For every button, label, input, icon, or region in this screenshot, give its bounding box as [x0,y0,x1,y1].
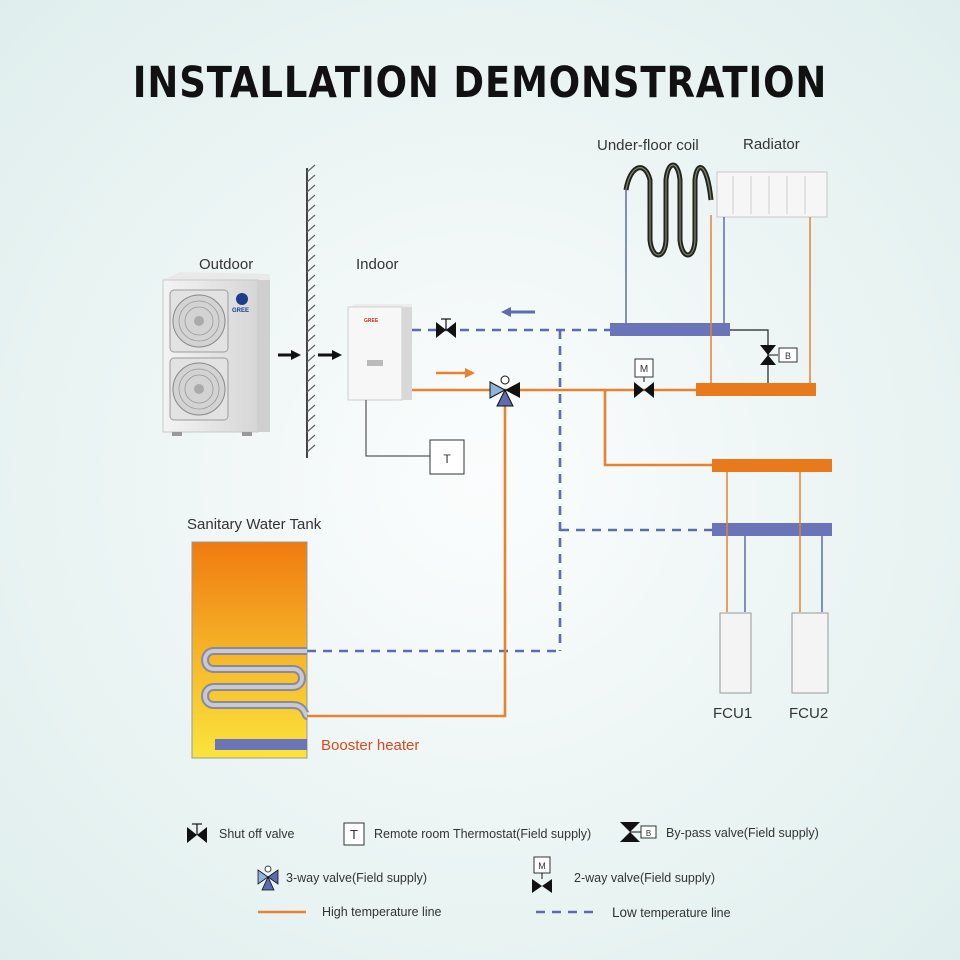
shutoff-valve [436,318,456,338]
bypass-symbol: B [785,351,791,361]
thermostat-wiring [365,400,465,475]
bypass-valve [730,329,798,383]
legend-bypass-symbol: B [646,829,651,838]
legend-high-label: High temperature line [322,905,442,919]
legend-motor-symbol: M [538,861,546,871]
legend-shutoff-icon [187,823,207,843]
underfloor-coil-label: Under-floor coil [597,137,699,154]
legend-twoway-label: 2-way valve(Field supply) [574,871,716,885]
thermostat-symbol: T [443,452,451,466]
legend-twoway-icon [532,856,552,893]
high-temperature-lines [307,388,712,718]
booster-heater-bar [215,739,307,750]
legend-low-prefix: Low [612,905,637,920]
radiator-label: Radiator [743,136,800,153]
outdoor-unit: GREE [162,272,270,436]
three-way-valve [489,375,520,407]
return-arrow [501,307,535,317]
booster-heater-label: Booster heater [321,737,420,754]
low-temp-header-top [610,323,730,336]
page-title: INSTALLATION DEMONSTRATION [132,58,828,108]
legend-threeway-label: 3-way valve(Field supply) [286,871,428,885]
legend-threeway-icon [257,865,279,891]
supply-arrow [436,368,475,378]
indoor-brand-text: GREE [364,318,379,324]
legend-low-suffix: temperature line [636,906,731,920]
fcu-high-header [712,459,832,472]
brand-text: GREE [232,308,249,314]
fcu-pipes [726,472,823,612]
outdoor-label: Outdoor [199,256,254,273]
radiator [716,171,828,383]
fcu1-label: FCU1 [713,705,753,722]
indoor-unit: GREE [347,304,412,401]
sanitary-water-tank [191,541,310,759]
fcu1-unit [719,612,752,694]
fcu2-label: FCU2 [789,705,829,722]
tank-label: Sanitary Water Tank [187,516,322,533]
fcu-low-header [712,523,832,536]
flow-arrows [278,350,342,360]
wall [306,164,316,458]
fcu2-unit [791,612,829,694]
legend-thermostat-label: Remote room Thermostat(Field supply) [374,827,592,841]
motor-symbol: M [640,364,648,375]
legend-thermostat-icon [343,822,365,846]
legend-bypass-label: By-pass valve(Field supply) [666,826,819,840]
legend-thermostat-symbol: T [350,827,358,842]
indoor-label: Indoor [356,256,399,273]
underfloor-coil [623,162,714,383]
legend-bypass-icon [620,822,657,842]
two-way-valve [634,358,654,398]
high-temp-header-top [696,383,816,396]
legend-shutoff-label: Shut off valve [219,827,295,841]
legend-low-label: Low temperature line [612,905,731,920]
gree-logo-icon [236,293,248,305]
